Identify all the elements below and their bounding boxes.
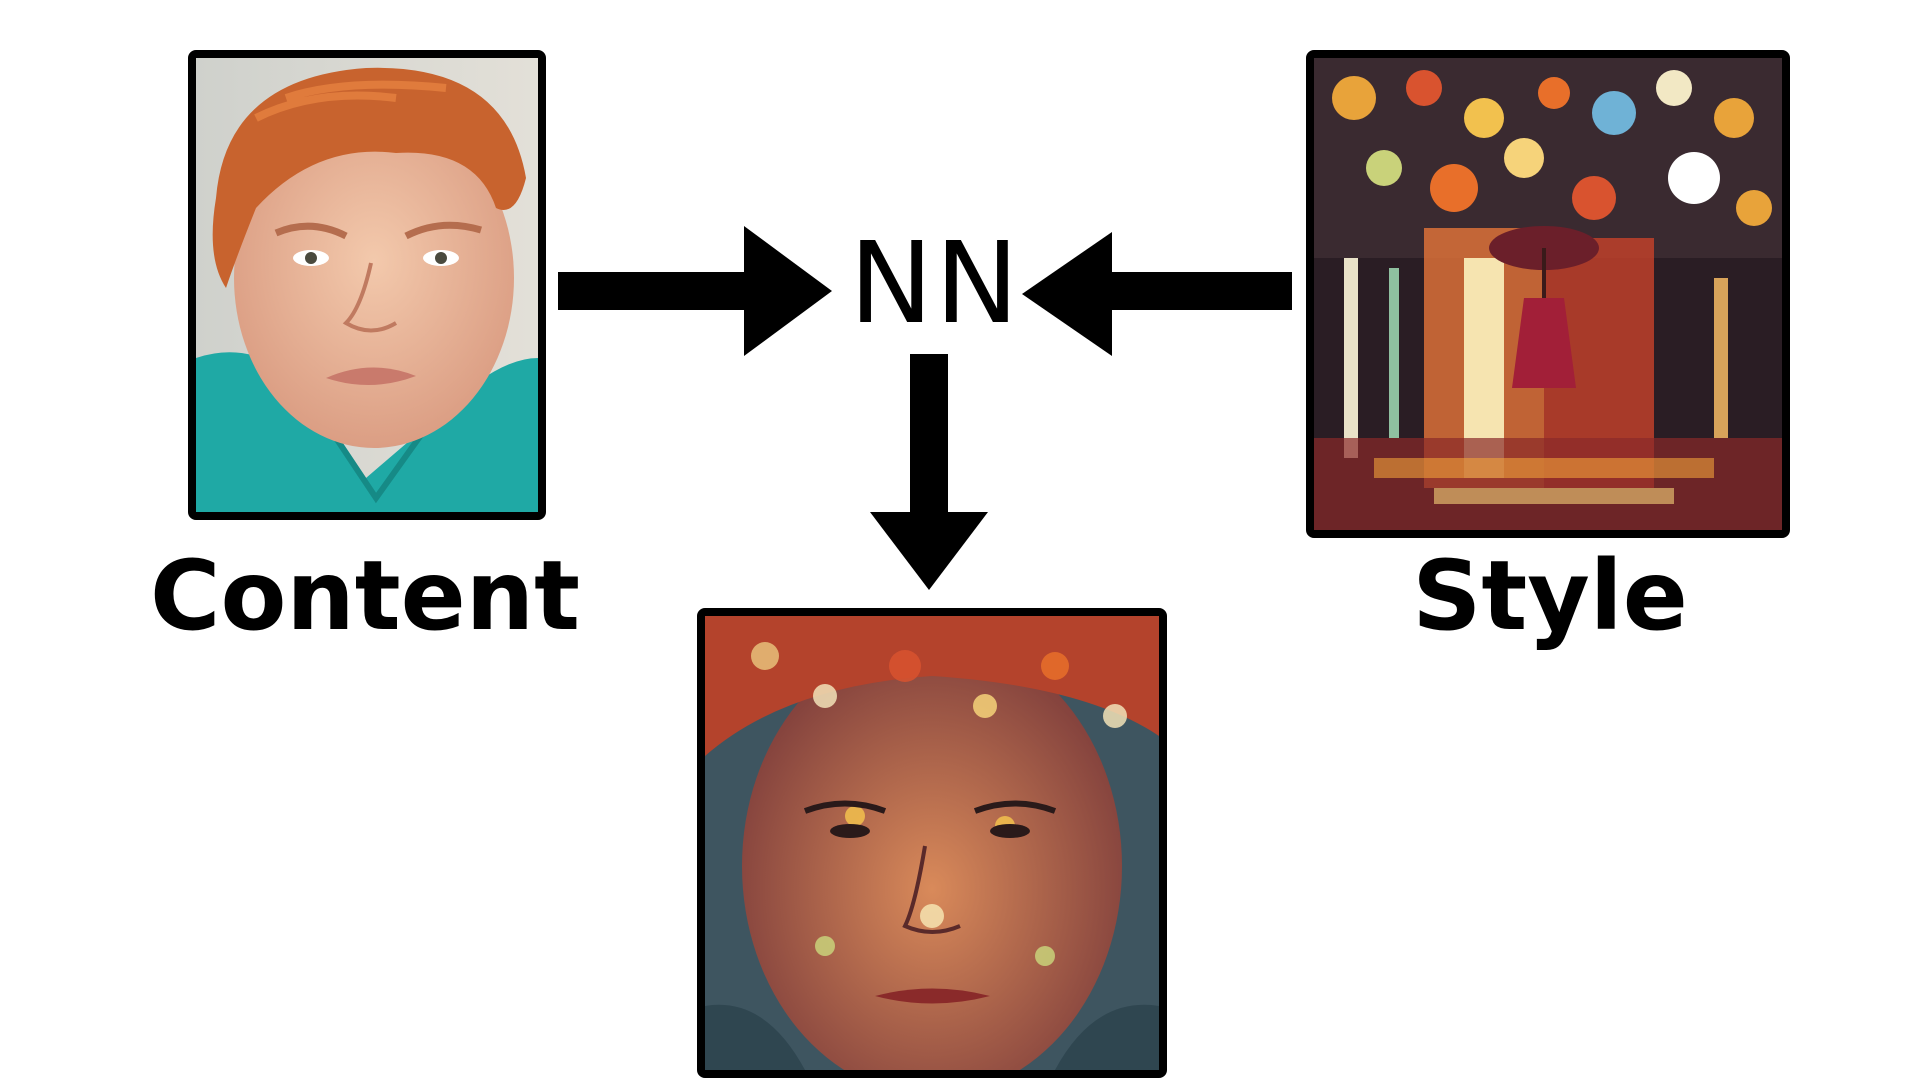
neural-network-label: NN	[849, 219, 1021, 349]
content-to-nn-arrow	[558, 226, 832, 356]
nn-to-output-arrow	[870, 354, 988, 590]
style-image	[1306, 50, 1790, 538]
output-painting-illustration	[705, 616, 1159, 1070]
content-label: Content	[150, 540, 580, 652]
style-to-nn-arrow	[1022, 232, 1292, 356]
content-photo-illustration	[196, 58, 538, 512]
content-image	[188, 50, 546, 520]
stylized-output-image	[697, 608, 1167, 1078]
style-painting-illustration	[1314, 58, 1782, 530]
style-label: Style	[1412, 540, 1688, 652]
